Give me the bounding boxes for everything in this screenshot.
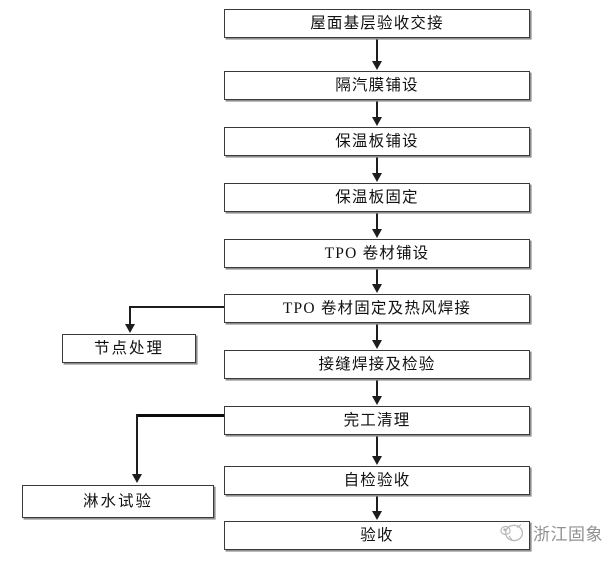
arrowhead-n5 [372, 229, 382, 238]
process-node-tpo-membrane-laying[interactable]: TPO 卷材铺设 [224, 239, 530, 268]
process-node-final-acceptance[interactable]: 验收 [224, 521, 530, 550]
arrowhead-n10 [372, 511, 382, 520]
branch1-arrowhead [125, 324, 135, 333]
node-label: 保温板固定 [335, 188, 419, 206]
node-label: 隔汽膜铺设 [335, 76, 419, 94]
branch1-horizontal [129, 306, 225, 308]
circle-logo-icon [497, 519, 527, 545]
node-label: 完工清理 [343, 411, 411, 429]
connector-n4-n5 [376, 212, 378, 230]
connector-n3-n4 [376, 156, 378, 174]
connector-n8-n9 [376, 435, 378, 457]
node-label: 验收 [360, 526, 394, 544]
arrowhead-n4 [372, 173, 382, 182]
branch2-arrowhead [132, 474, 142, 483]
node-label: 自检验收 [343, 471, 411, 489]
process-node-roof-base-acceptance[interactable]: 屋面基层验收交接 [224, 9, 530, 38]
watermark-text: 浙江固象 [533, 524, 603, 544]
branch2-horizontal [136, 414, 225, 417]
connector-n2-n3 [376, 100, 378, 118]
process-node-tpo-fixing-hot-air-welding[interactable]: TPO 卷材固定及热风焊接 [224, 294, 530, 323]
arrowhead-n2 [372, 61, 382, 70]
node-label: 淋水试验 [82, 492, 153, 510]
connector-n1-n2 [376, 38, 378, 62]
arrowhead-n7 [372, 340, 382, 349]
connector-n5-n6 [376, 268, 378, 285]
connector-n7-n8 [376, 379, 378, 397]
node-label: TPO 卷材铺设 [324, 244, 430, 262]
arrowhead-n6 [372, 284, 382, 293]
process-node-self-inspection[interactable]: 自检验收 [224, 466, 530, 495]
watermark: 浙江固象 [497, 519, 603, 545]
node-label: TPO 卷材固定及热风焊接 [282, 299, 472, 317]
process-node-completion-cleanup[interactable]: 完工清理 [224, 406, 530, 435]
node-label: 保温板铺设 [335, 132, 419, 150]
branch2-vertical [136, 414, 138, 476]
branch1-vertical [129, 306, 131, 326]
process-node-seam-welding-inspection[interactable]: 接缝焊接及检验 [224, 350, 530, 379]
arrowhead-n9 [372, 456, 382, 465]
node-label: 节点处理 [93, 339, 164, 357]
connector-n6-n7 [376, 323, 378, 341]
node-label: 接缝焊接及检验 [318, 355, 436, 373]
branch-node-detail-treatment[interactable]: 节点处理 [62, 334, 196, 363]
arrowhead-n8 [372, 396, 382, 405]
process-node-vapor-barrier-laying[interactable]: 隔汽膜铺设 [224, 71, 530, 100]
process-node-insulation-board-fixing[interactable]: 保温板固定 [224, 183, 530, 212]
connector-n9-n10 [376, 495, 378, 512]
node-label: 屋面基层验收交接 [310, 14, 444, 32]
process-node-insulation-board-laying[interactable]: 保温板铺设 [224, 127, 530, 156]
branch-node-water-spray-test[interactable]: 淋水试验 [22, 485, 214, 518]
arrowhead-n3 [372, 117, 382, 126]
